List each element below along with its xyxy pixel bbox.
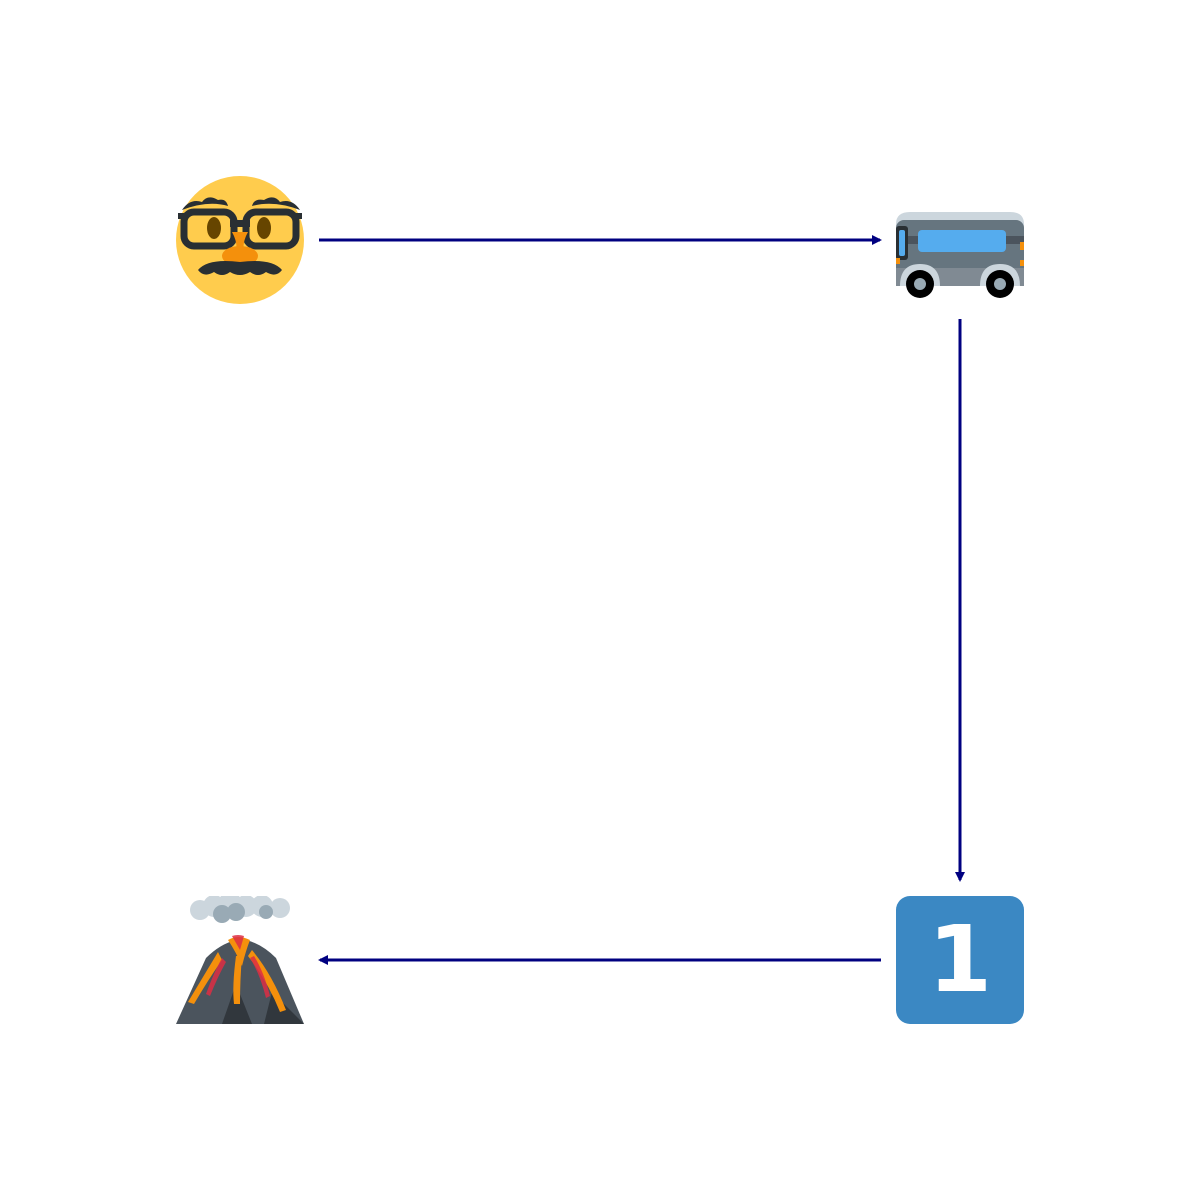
keycap-one-label: 1 [927,906,992,1013]
disguised-face-node [176,176,304,304]
keycap-one-node: 1 [896,896,1024,1024]
keycap-one-icon [896,896,1024,1024]
bus-icon [896,212,1024,298]
disguised-face-icon [176,176,304,304]
volcano-node [176,892,304,1024]
bus-node [896,176,1024,304]
volcano-icon [176,892,304,1024]
